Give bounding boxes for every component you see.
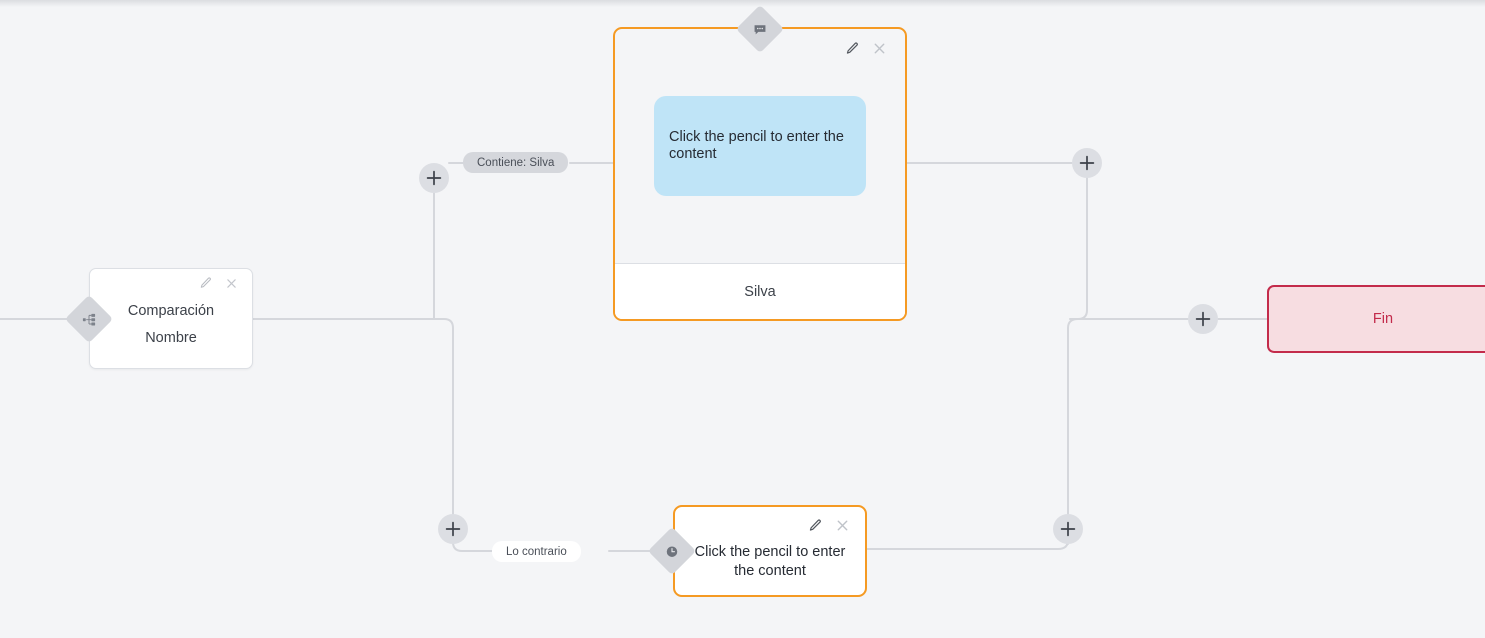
clock-icon-port[interactable] (647, 526, 697, 576)
message-bubble[interactable]: Click the pencil to enter the content (654, 96, 866, 196)
edge-main-down-to-wait-plus (1067, 318, 1079, 515)
close-icon[interactable] (872, 41, 887, 56)
node-wait[interactable]: Click the pencil to enter the content (673, 505, 867, 597)
add-node-button-before-fin[interactable] (1188, 304, 1218, 334)
add-node-button-branch-false[interactable] (438, 514, 468, 544)
chat-bubble-icon-port[interactable] (735, 4, 785, 54)
add-node-button-after-wait[interactable] (1053, 514, 1083, 544)
plus-icon (1060, 521, 1076, 537)
close-icon[interactable] (835, 518, 850, 533)
add-node-button-after-message[interactable] (1072, 148, 1102, 178)
node-comparacion-body: Comparación Nombre (90, 269, 252, 352)
edge-plus-down-to-main (1069, 177, 1088, 320)
plus-icon (1195, 311, 1211, 327)
node-message-body: Click the pencil to enter the content (615, 29, 905, 263)
node-message-actions (845, 41, 887, 56)
pencil-icon[interactable] (808, 518, 822, 533)
clock-icon (665, 544, 680, 559)
message-bubble-text: Click the pencil to enter the content (669, 129, 844, 162)
chat-bubble-icon (753, 22, 768, 37)
edge-comparacion-false (252, 318, 454, 515)
edge-label-lo-contrario-text: Lo contrario (506, 545, 567, 558)
node-message-footer-label: Silva (744, 283, 776, 300)
branch-icon-port[interactable] (64, 294, 114, 344)
node-message[interactable]: Click the pencil to enter the content Si… (613, 27, 907, 321)
node-comparacion[interactable]: Comparación Nombre (89, 268, 253, 369)
close-icon[interactable] (225, 277, 238, 290)
branch-icon (82, 312, 97, 327)
edge-label-lo-contrario[interactable]: Lo contrario (492, 541, 581, 562)
node-comparacion-title: Comparación (127, 303, 215, 319)
plus-icon (1079, 155, 1095, 171)
edge-plus-to-label-false (452, 541, 493, 552)
pencil-icon[interactable] (845, 41, 859, 56)
add-node-button-branch-true[interactable] (419, 163, 449, 193)
edge-wait-to-plus (866, 539, 1069, 550)
edge-label-contiene-silva[interactable]: Contiene: Silva (463, 152, 569, 173)
node-wait-actions (808, 518, 850, 533)
node-fin-label: Fin (1372, 311, 1394, 327)
edge-label-contiene-silva-text: Contiene: Silva (477, 156, 555, 169)
node-message-footer: Silva (615, 263, 905, 319)
node-fin[interactable]: Fin (1267, 285, 1485, 353)
plus-icon (426, 170, 442, 186)
node-comparacion-subtitle: Nombre (145, 330, 197, 346)
pencil-icon[interactable] (199, 277, 212, 290)
node-comparacion-actions (199, 277, 238, 290)
plus-icon (445, 521, 461, 537)
node-wait-text: Click the pencil to enter the content (694, 544, 846, 579)
